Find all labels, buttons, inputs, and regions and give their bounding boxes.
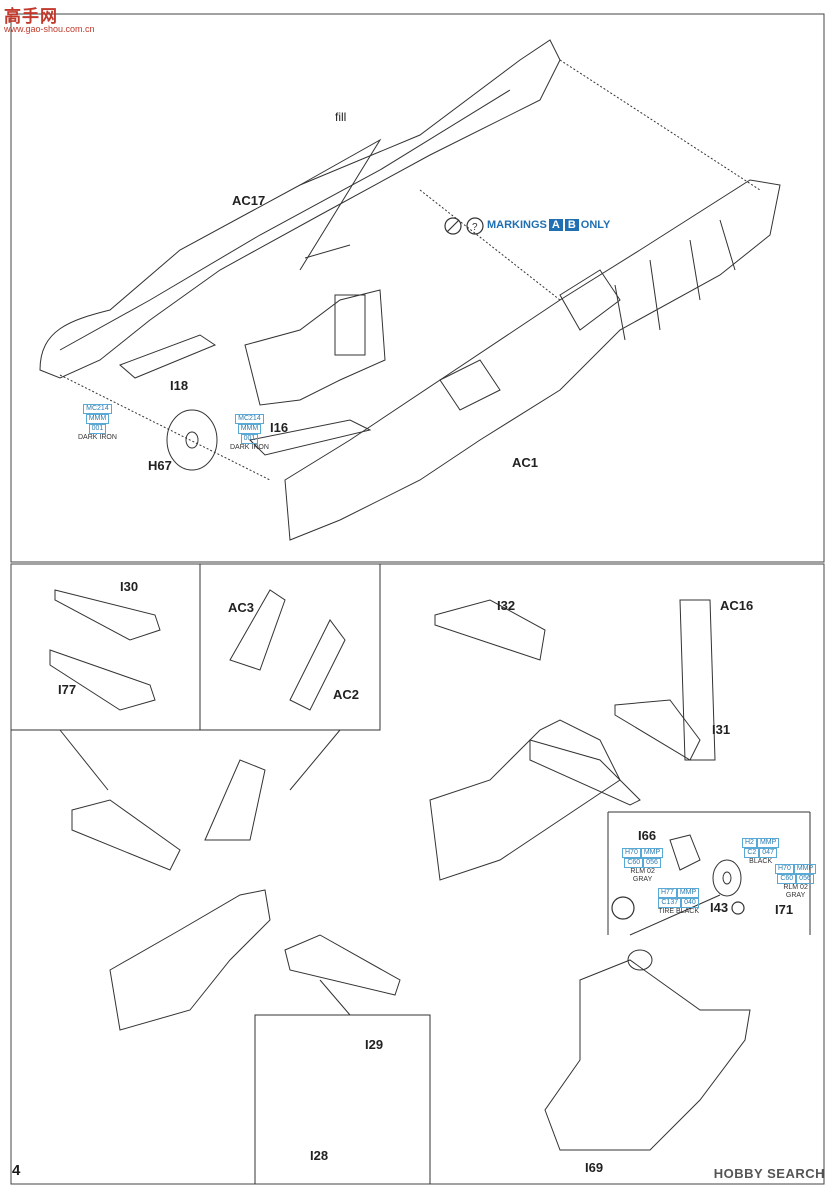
- label-i32: I32: [497, 598, 516, 613]
- part-i32-shape: [434, 599, 546, 661]
- cockpit-seat: [244, 289, 386, 406]
- paint-brand: MMM: [85, 414, 110, 424]
- brand-watermark: HOBBY SEARCH: [713, 1166, 825, 1181]
- fill-note: fill: [335, 110, 347, 124]
- paint-num: 001: [88, 424, 107, 434]
- tail-assembled: [544, 959, 751, 1151]
- tailplane-left: [71, 799, 181, 871]
- paint-num: 056: [643, 858, 661, 868]
- question-mark-glyph: ?: [472, 222, 478, 233]
- fin-left: [204, 759, 266, 841]
- subpanel-i29-frame: [254, 1014, 431, 1184]
- paint-name: RLM 02: [630, 868, 655, 875]
- question-symbol-icon: [466, 217, 484, 235]
- subpanel-ac3-frame: [200, 564, 381, 731]
- label-ac1: AC1: [512, 455, 539, 470]
- label-i71: I71: [775, 902, 794, 917]
- label-i30: I30: [120, 579, 139, 594]
- paint-code: H70: [622, 848, 641, 858]
- label-i66: I66: [638, 828, 657, 843]
- part-ac3-shape: [229, 589, 286, 671]
- paint-name: DARK IRON: [78, 434, 117, 441]
- label-h67: H67: [148, 458, 172, 473]
- markings-a: A: [548, 219, 563, 231]
- part-i66-shape: [669, 834, 701, 871]
- part-i18-shape: [119, 334, 217, 379]
- paint-dark-iron-1: MC214 MMM 001 DARK IRON: [78, 404, 117, 442]
- label-ac2: AC2: [333, 687, 360, 702]
- label-i31: I31: [712, 722, 731, 737]
- paint-num: 001: [240, 434, 259, 444]
- glue-symbol-icon: [444, 217, 462, 235]
- label-ac16: AC16: [720, 598, 754, 613]
- part-i31-shape: [614, 699, 701, 761]
- paint-dark-iron-2: MC214 MMM 001 DARK IRON: [230, 414, 269, 452]
- part-i30-shape: [54, 589, 161, 641]
- paint-code-2: C137: [658, 898, 682, 908]
- watermark-title: 高手网: [4, 7, 58, 26]
- paint-brand: MMP: [793, 864, 817, 874]
- label-i18: I18: [170, 378, 189, 393]
- paint-num: 047: [759, 848, 777, 858]
- fuselage-tail-right: [429, 719, 621, 881]
- star-symbol-icon: [731, 901, 745, 915]
- paint-name-2: GRAY: [785, 892, 806, 899]
- paint-name: RLM 02: [783, 884, 808, 891]
- fuselage-right-half: [284, 179, 781, 541]
- markings-suffix: ONLY: [580, 219, 611, 231]
- paint-code-2: C60: [624, 858, 644, 868]
- label-ac3: AC3: [228, 600, 255, 615]
- fuselage-tail-left: [109, 889, 271, 1031]
- page-number: 4: [12, 1162, 21, 1179]
- tailplane-left-lower: [284, 934, 401, 996]
- paint-code: H70: [775, 864, 794, 874]
- part-ac2-shape: [289, 619, 346, 711]
- markings-prefix: MARKINGS: [487, 219, 547, 231]
- rotate-symbol-icon: [611, 896, 635, 920]
- paint-num: 056: [796, 874, 814, 884]
- paint-code: H2: [742, 838, 757, 848]
- paint-code: MC214: [83, 404, 112, 414]
- watermark: 高手网 www.gao-shou.com.cn: [4, 2, 95, 34]
- paint-code-2: C60: [777, 874, 797, 884]
- label-i69: I69: [585, 1160, 604, 1175]
- paint-brand: MMP: [640, 848, 664, 858]
- top-panel-frame: [10, 13, 825, 563]
- label-ac17: AC17: [232, 193, 266, 208]
- paint-brand: MMP: [676, 888, 700, 898]
- paint-code-2: C2: [744, 848, 760, 858]
- part-ac16-shape: [679, 599, 716, 761]
- label-i28: I28: [310, 1148, 329, 1163]
- label-i43: I43: [710, 900, 729, 915]
- bottom-panel-frame: [10, 563, 825, 1185]
- paint-name: BLACK: [749, 858, 773, 865]
- paint-num: 040: [681, 898, 699, 908]
- subpanel-i30-frame: [11, 564, 201, 731]
- part-i43-wheel: [712, 859, 742, 897]
- part-h67-wheel: [166, 409, 218, 471]
- paint-name-2: GRAY: [632, 876, 653, 883]
- markings-note: MARKINGS A B ONLY: [487, 219, 610, 231]
- label-i29: I29: [365, 1037, 384, 1052]
- paint-code: MC214: [235, 414, 264, 424]
- paint-code: H77: [658, 888, 677, 898]
- fuselage-left-half: [39, 39, 561, 379]
- paint-name: TIRE BLACK: [658, 908, 700, 915]
- watermark-url: www.gao-shou.com.cn: [4, 24, 95, 34]
- paint-brand: MMP: [756, 838, 780, 848]
- markings-b: B: [564, 219, 579, 231]
- paint-brand: MMM: [237, 424, 262, 434]
- label-i16: I16: [270, 420, 289, 435]
- part-i77-shape: [49, 649, 156, 711]
- paint-name: DARK IRON: [230, 444, 269, 451]
- label-i77: I77: [58, 682, 77, 697]
- part-i16-shape: [248, 419, 372, 456]
